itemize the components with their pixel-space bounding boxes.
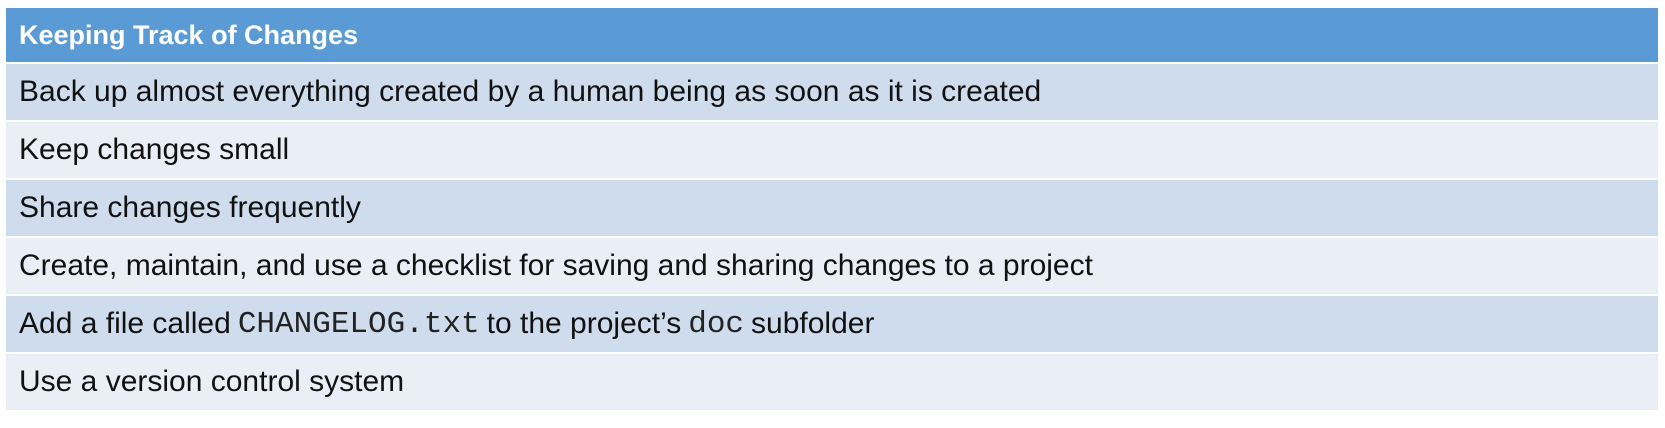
row-text-part: Add a file called [19, 307, 231, 340]
row-text: Create, maintain, and use a checklist fo… [19, 249, 1093, 282]
table-row: Create, maintain, and use a checklist fo… [6, 238, 1658, 296]
table-row: Share changes frequently [6, 180, 1658, 238]
row-text: Back up almost everything created by a h… [19, 75, 1042, 108]
row-text: Keep changes small [19, 133, 290, 166]
code-foldername: doc [688, 306, 745, 342]
table-title: Keeping Track of Changes [19, 19, 359, 50]
changes-table: Keeping Track of Changes Back up almost … [6, 8, 1658, 412]
row-text-part: to the project’s [486, 307, 682, 340]
code-filename: CHANGELOG.txt [237, 306, 480, 342]
table-row: Keep changes small [6, 122, 1658, 180]
row-text: Share changes frequently [19, 191, 361, 224]
row-text-part: subfolder [751, 307, 875, 340]
table-header: Keeping Track of Changes [6, 8, 1658, 64]
row-text: Use a version control system [19, 365, 405, 398]
table-row: Use a version control system [6, 354, 1658, 412]
table-row: Back up almost everything created by a h… [6, 64, 1658, 122]
